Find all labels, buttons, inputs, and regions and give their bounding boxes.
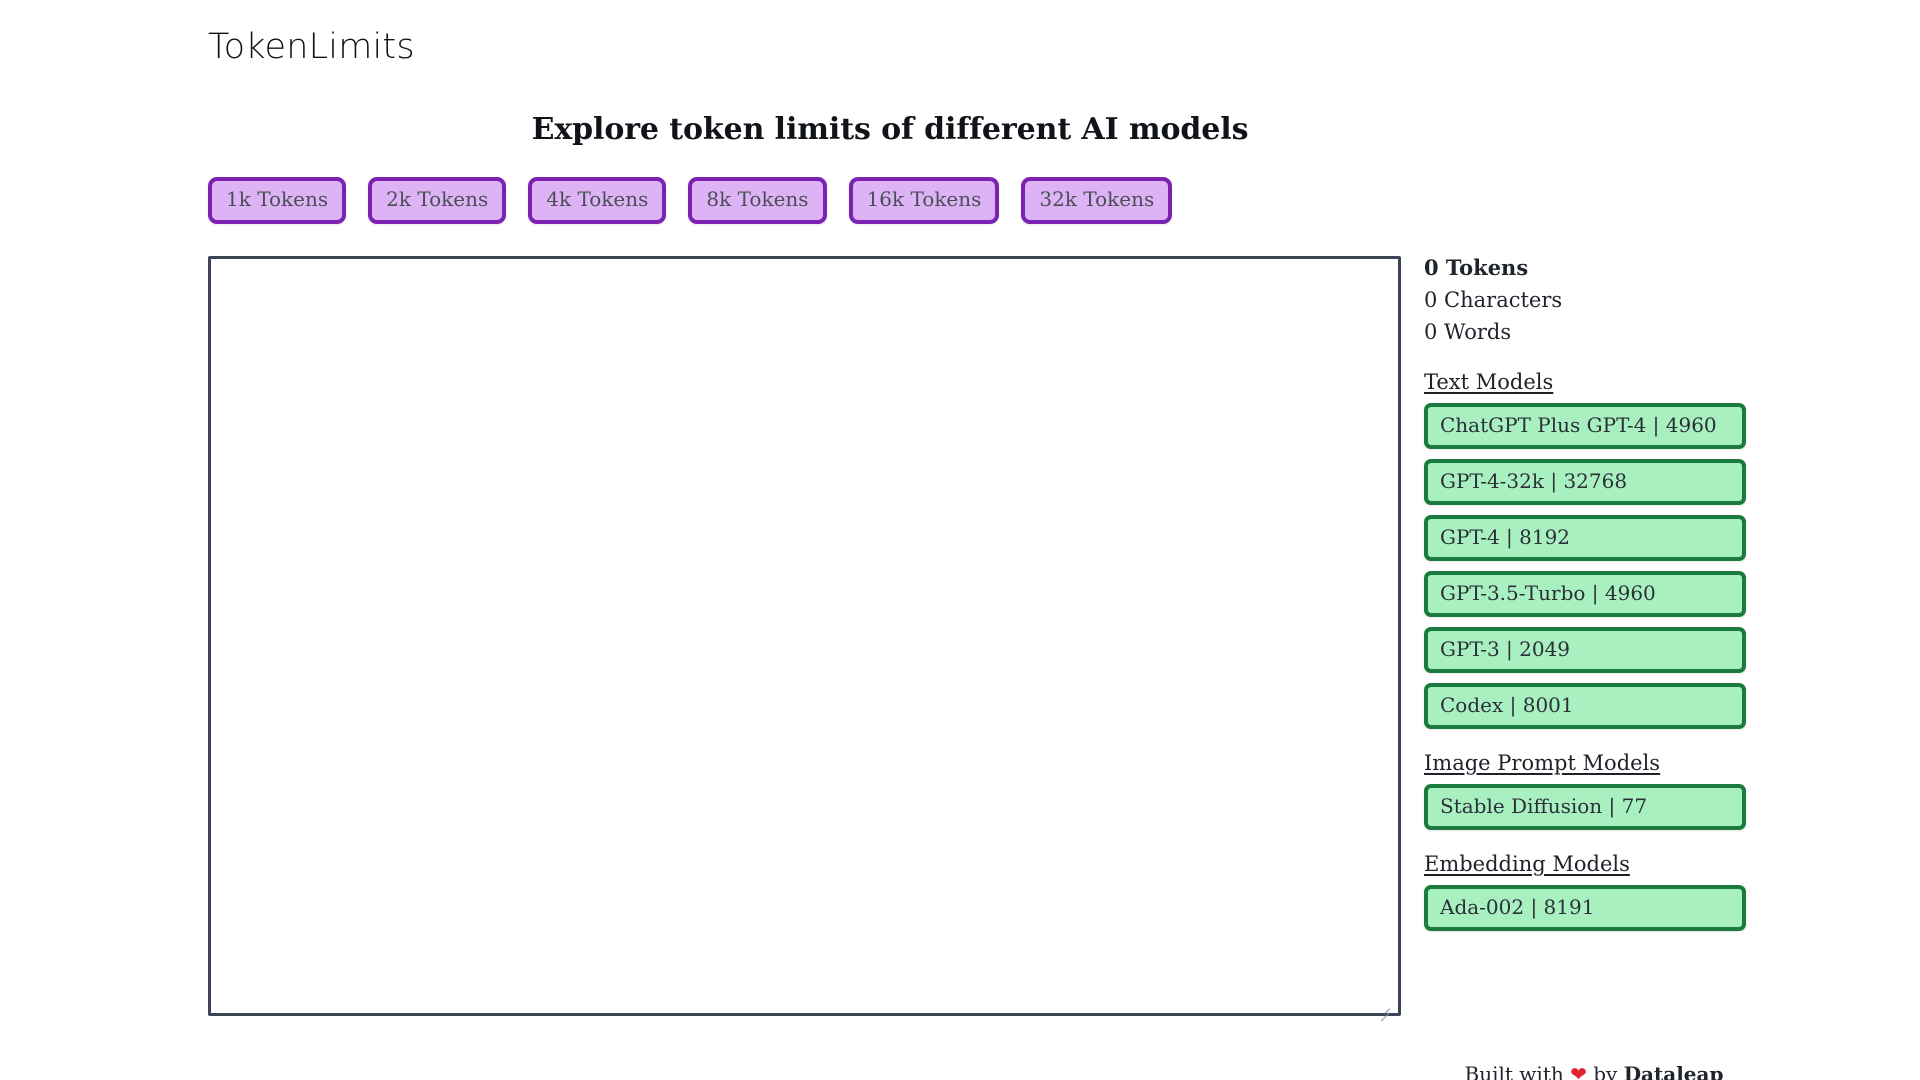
model-button-stable-diffusion[interactable]: Stable Diffusion | 77 (1424, 784, 1746, 830)
footer-brand-link[interactable]: Dataleap (1623, 1062, 1724, 1080)
preset-button-32k[interactable]: 32k Tokens (1021, 177, 1173, 224)
model-button-gpt-3-5-turbo[interactable]: GPT-3.5-Turbo | 4960 (1424, 571, 1746, 617)
app-brand-title: TokenLimits (208, 27, 415, 67)
model-button-codex[interactable]: Codex | 8001 (1424, 683, 1746, 729)
preset-button-2k[interactable]: 2k Tokens (368, 177, 507, 224)
models-sidebar: 0 Tokens 0 Characters 0 Words Text Model… (1424, 252, 1764, 941)
footer-credit: Built with ❤ by Dataleap (1424, 1062, 1764, 1080)
model-button-gpt-4[interactable]: GPT-4 | 8192 (1424, 515, 1746, 561)
group-title-embedding-models: Embedding Models (1424, 852, 1630, 876)
footer-middle: by (1586, 1062, 1624, 1080)
preset-button-1k[interactable]: 1k Tokens (208, 177, 347, 224)
model-button-gpt-4-32k[interactable]: GPT-4-32k | 32768 (1424, 459, 1746, 505)
token-text-input[interactable] (208, 256, 1401, 1016)
stat-characters: 0 Characters (1424, 288, 1563, 312)
preset-button-8k[interactable]: 8k Tokens (688, 177, 827, 224)
footer-prefix: Built with (1464, 1062, 1571, 1080)
model-button-chatgpt-plus-gpt-4[interactable]: ChatGPT Plus GPT-4 | 4960 (1424, 403, 1746, 449)
stat-words: 0 Words (1424, 320, 1512, 344)
token-preset-row: 1k Tokens 2k Tokens 4k Tokens 8k Tokens … (208, 177, 1173, 224)
group-title-image-prompt-models: Image Prompt Models (1424, 751, 1661, 775)
page-headline: Explore token limits of different AI mod… (531, 112, 1249, 148)
model-button-gpt-3[interactable]: GPT-3 | 2049 (1424, 627, 1746, 673)
heart-icon: ❤ (1570, 1062, 1587, 1080)
preset-button-4k[interactable]: 4k Tokens (528, 177, 667, 224)
stat-tokens: 0 Tokens (1424, 255, 1529, 280)
preset-button-16k[interactable]: 16k Tokens (848, 177, 1000, 224)
model-button-ada-002[interactable]: Ada-002 | 8191 (1424, 885, 1746, 931)
group-title-text-models: Text Models (1424, 370, 1554, 394)
